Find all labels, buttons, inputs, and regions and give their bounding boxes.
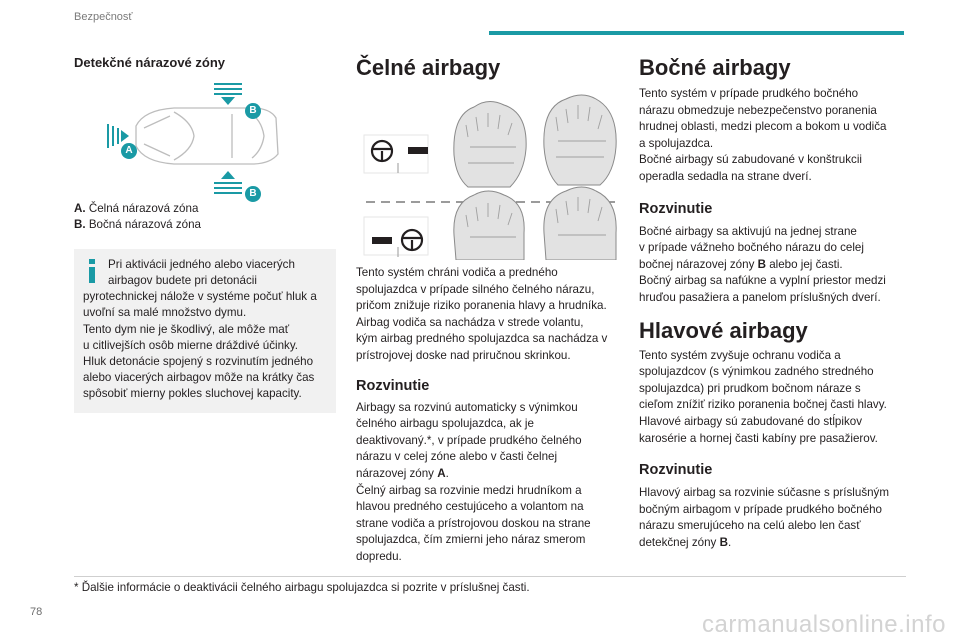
front-deployment-body: Airbagy sa rozvinú automaticky s výnimko… xyxy=(356,400,622,566)
front-airbag-illustration-icon xyxy=(363,94,618,261)
paragraph-line: spolujazdca, čím zmierni jeho náraz smer… xyxy=(356,533,586,547)
paragraph-line: Tento systém chráni vodiča a predného xyxy=(356,266,558,279)
side-airbags-intro: Tento systém v prípade prudkého bočného … xyxy=(639,86,905,186)
paragraph-line: nárazu v celej zóne alebo v časti čelnej xyxy=(356,450,558,464)
head-deployment-subtitle: Rozvinutie xyxy=(639,462,713,479)
paragraph-line: spolujazdcov (s výnimkou zadného stredné… xyxy=(639,365,874,379)
info-icon xyxy=(89,258,95,283)
paragraph-line: nárazu obmedzuje nebezpečenstvo poraneni… xyxy=(639,103,877,117)
info-line: spôsobiť mierny pokles sluchovej kapacit… xyxy=(83,387,302,401)
paragraph-line: detekčnej zóny B. xyxy=(639,535,905,552)
head-deployment-body: Hlavový airbag sa rozvinie súčasne s prí… xyxy=(639,485,905,551)
paragraph-line: Airbag vodiča sa nachádza v strede volan… xyxy=(356,315,584,329)
paragraph-line: prístrojovej doske nad priručnou skrinko… xyxy=(356,348,571,362)
head-airbags-title: Hlavové airbagy xyxy=(639,317,808,343)
legend-text: Bočná nárazová zóna xyxy=(88,218,201,232)
paragraph-line: Bočný airbag sa nafúkne a vyplní priesto… xyxy=(639,274,886,288)
paragraph-line: v prípade vážneho bočného nárazu do cele… xyxy=(639,241,864,255)
info-line: pyrotechnickej náložе v systéme počuť hl… xyxy=(83,290,317,304)
paragraph-line: Airbagy sa rozvinú automaticky s výnimko… xyxy=(356,400,578,414)
zone-letter: B xyxy=(757,257,766,271)
legend-key: A. xyxy=(74,202,86,215)
front-airbags-diagram xyxy=(356,85,622,261)
paragraph-line: kým airbag predného spolujazdca sa nachá… xyxy=(356,332,608,346)
text-span: detekčnej zóny xyxy=(639,535,720,549)
legend-key: B. xyxy=(74,218,86,232)
front-deployment-subtitle: Rozvinutie xyxy=(356,377,430,394)
paragraph-line: bočnej nárazovej zóny B alebo jej časti. xyxy=(639,257,905,274)
paragraph-line: spolujazdca) pri prudkom bočnom náraze s xyxy=(639,381,861,395)
text-span: nárazovej zóny xyxy=(356,466,438,480)
impact-zones-title: Detekčné nárazové zóny xyxy=(74,55,226,70)
paragraph-line: karosérie a hornej časti kabíny pre pasa… xyxy=(639,431,878,445)
paragraph-line: čelného airbagu spolujazdca, ak je xyxy=(356,417,534,431)
paragraph-line: bočným airbagom v prípade prudkého bočné… xyxy=(639,502,882,516)
zone-letter: A xyxy=(437,466,446,480)
paragraph-line: pričom znižuje riziko poranenia hlavy a … xyxy=(356,299,607,313)
legend-item: A. Čelná nárazová zóna xyxy=(74,201,336,217)
column-front-airbags: Čelné airbagy xyxy=(356,55,622,566)
watermark: carmanualsonline.info xyxy=(702,611,946,638)
paragraph-line: Hlavové airbagy sú zabudované do stĺpiko… xyxy=(639,414,862,428)
paragraph-line: strane vodiča a prístrojovou doskou na s… xyxy=(356,516,591,530)
paragraph-line: Tento systém v prípade prudkého bočného xyxy=(639,87,859,100)
footnote: * Ďalšie informácie o deaktivácii čelnéh… xyxy=(74,581,530,594)
header-accent-bar xyxy=(489,31,904,35)
paragraph-line: hrudnej oblasti, medzi plecom a bokom u … xyxy=(639,120,887,134)
info-line: u citlivejších osôb mierne dráždivé účin… xyxy=(83,338,299,352)
paragraph-line: deaktivovaný.*, v prípade prudkého čelné… xyxy=(356,433,582,447)
legend-text: Čelná nárazová zóna xyxy=(88,202,199,215)
zone-b-top-badge: B xyxy=(245,103,261,119)
info-line: Tento dym nie je škodlivý, ale môže mať xyxy=(83,322,290,336)
front-airbags-title: Čelné airbagy xyxy=(356,55,501,80)
paragraph-line: nárazu smerujúceho na celú alebo len čas… xyxy=(639,519,861,533)
impact-zones-diagram: B A B xyxy=(74,76,336,202)
zone-b-bottom-badge: B xyxy=(245,186,261,202)
front-airbags-intro: Tento systém chráni vodiča a predného sp… xyxy=(356,265,622,365)
zone-letter: B xyxy=(719,535,728,549)
paragraph-line: Bočné airbagy sú zabudované v konštrukci… xyxy=(639,153,862,167)
info-line: airbagov budete pri detonácii xyxy=(108,274,257,288)
zone-a-badge: A xyxy=(121,143,137,159)
paragraph-line: Hlavový airbag sa rozvinie súčasne s prí… xyxy=(639,486,890,500)
paragraph-line: spolujazdca v prípade silného čelného ná… xyxy=(356,282,595,296)
text-span: bočnej nárazovej zóny xyxy=(639,257,758,271)
paragraph-line: nárazovej zóny A. xyxy=(356,466,622,483)
paragraph-line: cieľom znížiť riziko poranenia bočnej ča… xyxy=(639,398,887,412)
zone-legend: A. Čelná nárazová zóna B. Bočná nárazová… xyxy=(74,201,336,234)
info-line: Hluk detonácie spojený s rozvinutím jedn… xyxy=(83,355,314,369)
paragraph-line: hruďou pasažiera a panelom príslušných d… xyxy=(639,290,881,304)
side-deployment-subtitle: Rozvinutie xyxy=(639,200,713,217)
head-airbags-intro: Tento systém zvyšuje ochranu vodiča a sp… xyxy=(639,348,905,448)
column-side-head-airbags: Bočné airbagy Tento systém v prípade pru… xyxy=(639,55,905,551)
paragraph-line: Čelný airbag sa rozvinie medzi hrudníkom… xyxy=(356,483,582,497)
column-impact-zones: Detekčné nárazové zóny xyxy=(74,55,336,413)
paragraph-line: a spolujazdca. xyxy=(639,136,714,150)
text-span: . xyxy=(727,535,732,549)
paragraph-line: Bočné airbagy sa aktivujú na jednej stra… xyxy=(639,224,857,238)
footnote-divider xyxy=(74,576,906,577)
page-number: 78 xyxy=(30,606,43,618)
paragraph-line: operadla sedadla na strane dverí. xyxy=(639,169,812,183)
legend-item: B. Bočná nárazová zóna xyxy=(74,217,336,233)
info-box: Pri aktivácii jedného alebo viacerých ai… xyxy=(74,248,336,413)
section-label: Bezpečnosť xyxy=(74,11,133,23)
side-deployment-body: Bočné airbagy sa aktivujú na jednej stra… xyxy=(639,224,905,307)
side-airbags-title: Bočné airbagy xyxy=(639,55,791,80)
info-line: alebo viacerých airbagov môže na krátky … xyxy=(83,371,315,385)
paragraph-line: Tento systém zvyšuje ochranu vodiča a xyxy=(639,348,841,362)
car-topview-icon xyxy=(107,83,279,194)
paragraph-line: dopredu. xyxy=(356,549,402,563)
text-span: . xyxy=(445,466,449,480)
info-line: uvoľní sa malé množstvo dymu. xyxy=(83,306,247,320)
info-line: Pri aktivácii jedného alebo viacerých xyxy=(108,257,295,271)
paragraph-line: hlavou predného cestujúceho a volantom n… xyxy=(356,500,584,514)
text-span: alebo jej časti. xyxy=(765,257,843,271)
